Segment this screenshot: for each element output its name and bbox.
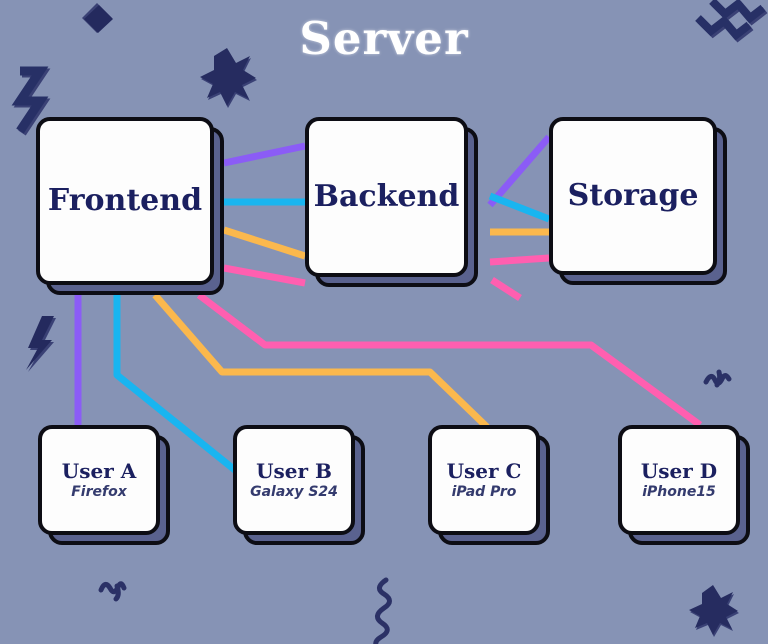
node-label: Backend bbox=[313, 179, 460, 215]
node-label: Storage bbox=[567, 178, 699, 214]
edge-backend-storage-purple bbox=[487, 134, 552, 208]
edge-backend-storage-pink bbox=[489, 254, 550, 266]
edge-backend-storage-cyan bbox=[488, 192, 551, 223]
edge-frontend-backend-orange bbox=[222, 226, 307, 260]
plus-icon bbox=[689, 585, 739, 637]
port-marker bbox=[601, 270, 615, 271]
node-storage[interactable]: Storage bbox=[549, 117, 727, 285]
diamond-icon bbox=[82, 3, 113, 33]
card-body: User A Firefox bbox=[38, 425, 160, 535]
edge-frontend-backend-purple bbox=[223, 142, 306, 167]
squiggle-icon bbox=[373, 577, 392, 644]
port-marker bbox=[656, 530, 671, 531]
node-backend[interactable]: Backend bbox=[305, 117, 478, 287]
user-device: iPhone15 bbox=[642, 483, 716, 500]
lightning-bolt-icon bbox=[26, 316, 56, 372]
node-user-b[interactable]: User B Galaxy S24 bbox=[233, 425, 365, 545]
port-marker bbox=[76, 530, 91, 531]
port-marker bbox=[355, 272, 370, 273]
node-user-d[interactable]: User D iPhone15 bbox=[618, 425, 750, 545]
node-frontend[interactable]: Frontend bbox=[36, 117, 224, 295]
port-marker bbox=[91, 280, 105, 281]
card-body: User C iPad Pro bbox=[428, 425, 540, 535]
user-device: Galaxy S24 bbox=[250, 483, 338, 500]
node-label: Frontend bbox=[47, 183, 203, 219]
node-user-c[interactable]: User C iPad Pro bbox=[428, 425, 550, 545]
port-marker bbox=[271, 530, 286, 531]
user-label: User D bbox=[640, 458, 718, 483]
card-body: User D iPhone15 bbox=[618, 425, 740, 535]
user-label: User A bbox=[61, 458, 137, 483]
squiggle-icon bbox=[98, 581, 127, 602]
edge-frontend-user-d-pink bbox=[196, 292, 703, 428]
zigzag-icon bbox=[695, 0, 768, 43]
user-label: User C bbox=[446, 458, 522, 483]
edge-frontend-user-c-orange bbox=[152, 292, 490, 430]
squiggle-icon bbox=[703, 369, 732, 388]
card-body: Backend bbox=[305, 117, 468, 277]
user-device: Firefox bbox=[71, 483, 127, 500]
card-body: Storage bbox=[549, 117, 717, 275]
plus-icon bbox=[200, 48, 257, 108]
edge-backend-down-pink bbox=[490, 277, 522, 301]
card-body: User B Galaxy S24 bbox=[233, 425, 355, 535]
node-user-a[interactable]: User A Firefox bbox=[38, 425, 170, 545]
port-marker bbox=[463, 530, 478, 531]
user-label: User B bbox=[256, 458, 332, 483]
page-title: Server bbox=[299, 12, 469, 65]
card-body: Frontend bbox=[36, 117, 214, 285]
edge-frontend-backend-pink bbox=[223, 264, 306, 287]
zigzag-icon bbox=[11, 66, 51, 136]
user-device: iPad Pro bbox=[451, 483, 517, 500]
